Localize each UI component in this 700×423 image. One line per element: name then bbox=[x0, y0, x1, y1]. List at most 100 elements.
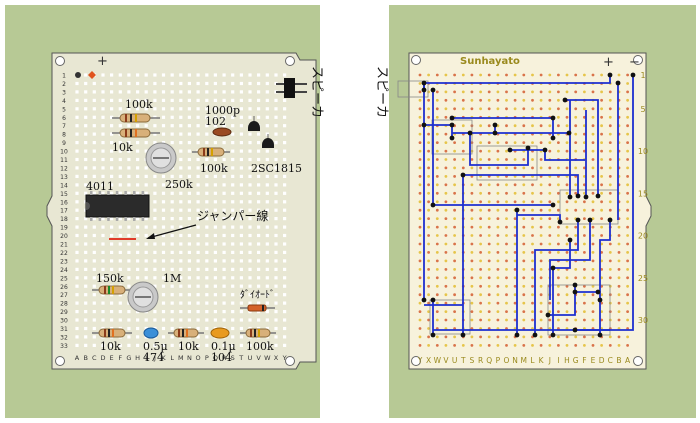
solder-joint bbox=[430, 297, 436, 303]
pad bbox=[600, 225, 603, 229]
pad bbox=[522, 225, 526, 229]
brand-label: Sunhayato bbox=[460, 56, 520, 67]
hole bbox=[213, 208, 217, 212]
hole bbox=[239, 217, 243, 221]
pad bbox=[557, 242, 560, 246]
pad bbox=[470, 191, 474, 195]
resistor-10k-bottom-2 bbox=[168, 328, 204, 338]
hole bbox=[265, 276, 269, 280]
pad bbox=[418, 335, 422, 339]
pad bbox=[574, 141, 578, 145]
hole bbox=[248, 107, 252, 111]
hole bbox=[283, 310, 287, 314]
hole bbox=[170, 73, 174, 77]
hole bbox=[110, 132, 114, 136]
hole bbox=[231, 174, 235, 178]
hole bbox=[75, 141, 79, 145]
hole bbox=[248, 310, 252, 314]
hole bbox=[205, 343, 209, 347]
column-letter: G bbox=[573, 356, 579, 365]
resistor-10k-bottom-2-label: 10k bbox=[178, 340, 199, 353]
pad bbox=[496, 301, 500, 305]
hole bbox=[213, 267, 217, 271]
pad bbox=[608, 191, 612, 195]
pad bbox=[427, 251, 430, 254]
pad bbox=[617, 234, 621, 237]
pad bbox=[548, 141, 552, 145]
hole bbox=[239, 335, 243, 339]
hole bbox=[196, 225, 200, 229]
hole bbox=[118, 174, 122, 178]
hole bbox=[274, 191, 278, 195]
hole bbox=[92, 217, 96, 221]
pad bbox=[565, 115, 569, 119]
column-letter: V bbox=[256, 354, 261, 362]
hole bbox=[222, 293, 226, 297]
pad bbox=[608, 132, 612, 136]
pad bbox=[600, 344, 603, 347]
ic-pin bbox=[115, 191, 119, 195]
hole bbox=[127, 90, 131, 94]
wire-trace bbox=[565, 99, 599, 196]
hole bbox=[118, 318, 122, 322]
ic-4011 bbox=[85, 191, 150, 221]
hole bbox=[144, 318, 148, 322]
hole bbox=[127, 310, 131, 314]
hole bbox=[75, 293, 79, 297]
pad bbox=[444, 310, 448, 313]
hole bbox=[205, 233, 209, 238]
hole bbox=[153, 200, 157, 204]
hole bbox=[161, 98, 166, 102]
pad bbox=[626, 344, 629, 347]
pad bbox=[470, 200, 474, 204]
hole bbox=[144, 183, 148, 187]
hole bbox=[161, 90, 166, 94]
pad bbox=[513, 98, 517, 102]
hole bbox=[231, 200, 235, 204]
pad bbox=[608, 183, 612, 187]
pad bbox=[513, 166, 517, 170]
pad bbox=[583, 234, 586, 237]
solder-joint bbox=[630, 72, 636, 78]
hole bbox=[239, 310, 243, 314]
row-number: 8 bbox=[62, 132, 66, 139]
ic-pin bbox=[107, 191, 110, 195]
pad bbox=[444, 251, 448, 254]
pad bbox=[427, 191, 430, 195]
hole bbox=[187, 98, 191, 102]
pad bbox=[557, 293, 560, 297]
hole bbox=[161, 141, 166, 145]
hole bbox=[248, 98, 252, 102]
pad bbox=[453, 242, 456, 246]
pad bbox=[418, 183, 422, 187]
pad bbox=[617, 310, 621, 313]
hole bbox=[222, 191, 226, 195]
hole bbox=[283, 233, 287, 238]
pad bbox=[608, 344, 612, 347]
pad bbox=[487, 310, 491, 313]
pad bbox=[427, 344, 430, 347]
pad bbox=[608, 268, 612, 271]
pad bbox=[435, 166, 439, 170]
pad bbox=[600, 183, 603, 187]
hole bbox=[205, 166, 209, 170]
left-hole-grid bbox=[75, 73, 287, 347]
pad bbox=[522, 242, 526, 246]
hole bbox=[127, 335, 131, 339]
row-number: 15 bbox=[60, 191, 68, 198]
pad bbox=[557, 225, 560, 229]
pad bbox=[444, 158, 448, 161]
hole bbox=[92, 149, 96, 153]
pad bbox=[487, 234, 491, 237]
pad bbox=[548, 344, 552, 347]
pad bbox=[522, 310, 526, 313]
hole bbox=[222, 141, 226, 145]
pad bbox=[418, 208, 422, 212]
hole bbox=[84, 217, 88, 221]
hole bbox=[239, 233, 243, 238]
pad bbox=[496, 318, 500, 322]
hole bbox=[75, 200, 79, 204]
pad bbox=[539, 318, 543, 322]
pad bbox=[453, 208, 456, 212]
hole bbox=[274, 174, 278, 178]
